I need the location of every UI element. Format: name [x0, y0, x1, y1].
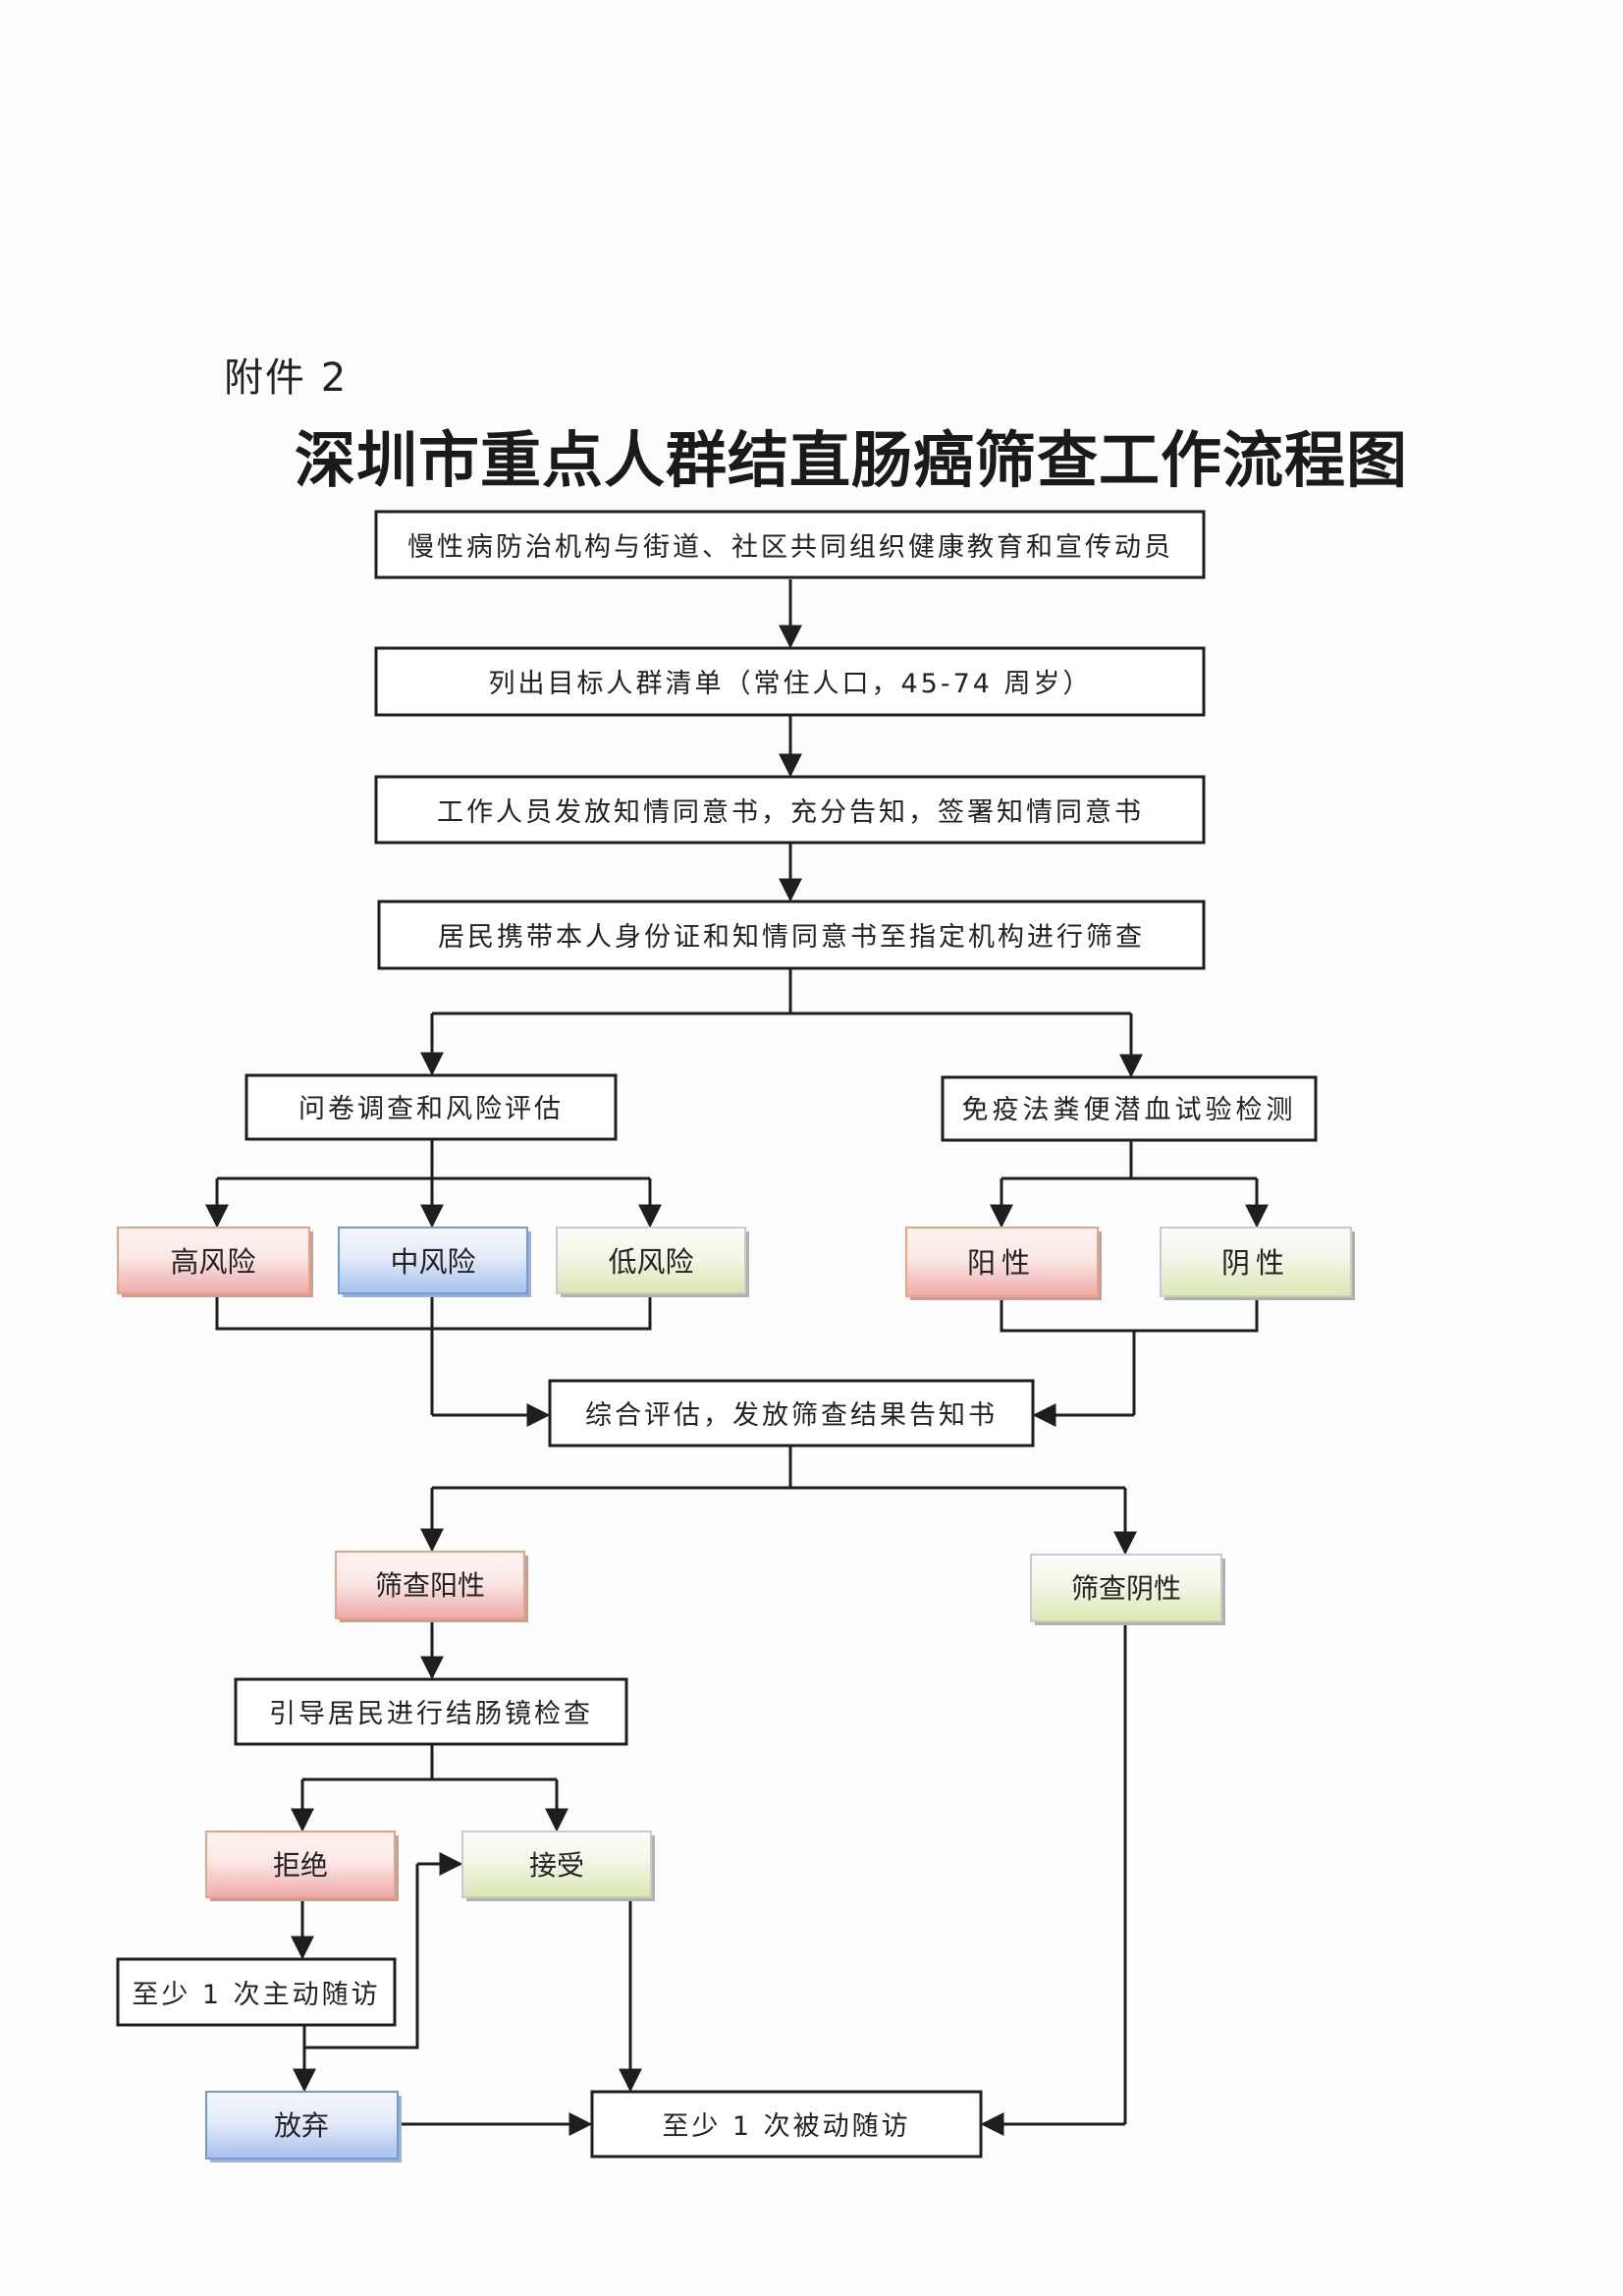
loop-followup-to-accept — [302, 1864, 419, 2050]
node-passive-followup-label: 至少 1 次被动随访 — [662, 2111, 910, 2142]
node-fit-test: 免疫法粪便潜血试验检测 — [941, 1075, 1318, 1142]
node-colonoscopy-label: 引导居民进行结肠镜检查 — [269, 1699, 593, 1729]
merge-fit — [1000, 1296, 1259, 1415]
node-fit-test-label: 免疫法粪便潜血试验检测 — [962, 1095, 1297, 1125]
node-screen-negative-label: 筛查阴性 — [1071, 1572, 1181, 1605]
node-attend: 居民携带本人身份证和知情同意书至指定机构进行筛查 — [377, 900, 1206, 970]
node-active-followup-label: 至少 1 次主动随访 — [132, 1980, 380, 2010]
merge-risk — [215, 1293, 652, 1415]
node-screen-negative: 筛查阴性 — [1030, 1554, 1225, 1625]
node-target-list: 列出目标人群清单（常住人口，45-74 周岁） — [374, 646, 1206, 717]
branch-attend — [432, 968, 1131, 1015]
node-questionnaire-label: 问卷调查和风险评估 — [298, 1094, 564, 1124]
node-accept: 接受 — [461, 1831, 655, 1901]
node-fit-positive: 阳性 — [905, 1227, 1102, 1300]
node-medium-risk-label: 中风险 — [390, 1245, 475, 1279]
node-mobilize: 慢性病防治机构与街道、社区共同组织健康教育和宣传动员 — [374, 510, 1206, 579]
page-title: 深圳市重点人群结直肠癌筛查工作流程图 — [295, 424, 1409, 496]
node-refuse-label: 拒绝 — [273, 1849, 328, 1882]
node-accept-label: 接受 — [529, 1849, 584, 1882]
node-give-up-label: 放弃 — [274, 2109, 329, 2142]
branch-fit — [1001, 1140, 1257, 1180]
connectors — [205, 579, 1269, 2136]
node-consent-label: 工作人员发放知情同意书，充分告知，签署知情同意书 — [437, 797, 1144, 828]
node-evaluation-label: 综合评估，发放筛查结果告知书 — [585, 1400, 998, 1431]
node-passive-followup: 至少 1 次被动随访 — [590, 2090, 983, 2159]
node-fit-negative-label: 阴性 — [1221, 1246, 1290, 1280]
attachment-label: 附件 2 — [224, 355, 349, 401]
node-colonoscopy: 引导居民进行结肠镜检查 — [234, 1677, 628, 1746]
node-evaluation: 综合评估，发放筛查结果告知书 — [548, 1379, 1035, 1448]
node-consent: 工作人员发放知情同意书，充分告知，签署知情同意书 — [374, 775, 1206, 845]
node-attend-label: 居民携带本人身份证和知情同意书至指定机构进行筛查 — [438, 922, 1145, 953]
node-low-risk: 低风险 — [556, 1227, 749, 1297]
branch-colonoscopy — [302, 1744, 557, 1781]
node-high-risk: 高风险 — [117, 1227, 313, 1297]
node-fit-positive-label: 阳性 — [967, 1246, 1036, 1280]
node-mobilize-label: 慢性病防治机构与街道、社区共同组织健康教育和宣传动员 — [407, 532, 1173, 563]
node-active-followup: 至少 1 次主动随访 — [116, 1957, 397, 2027]
node-medium-risk: 中风险 — [338, 1227, 531, 1297]
node-give-up: 放弃 — [205, 2091, 402, 2162]
node-screen-positive-label: 筛查阳性 — [375, 1569, 485, 1602]
node-target-list-label: 列出目标人群清单（常住人口，45-74 周岁） — [488, 669, 1092, 699]
node-low-risk-label: 低风险 — [608, 1245, 693, 1279]
node-questionnaire: 问卷调查和风险评估 — [244, 1073, 618, 1141]
node-screen-positive: 筛查阳性 — [335, 1551, 528, 1622]
branch-risk — [217, 1139, 650, 1180]
branch-evaluation — [432, 1446, 1125, 1490]
node-fit-negative: 阴性 — [1160, 1227, 1355, 1300]
node-high-risk-label: 高风险 — [170, 1245, 255, 1279]
node-refuse: 拒绝 — [205, 1831, 399, 1901]
